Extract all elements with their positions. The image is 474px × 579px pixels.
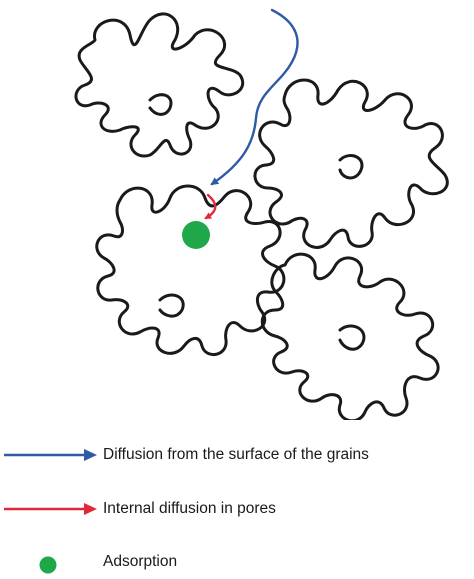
legend-label-internal-diffusion: Internal diffusion in pores xyxy=(103,500,276,517)
legend-item-surface-diffusion: Diffusion from the surface of the grains xyxy=(0,440,474,470)
adsorption-dot xyxy=(182,221,210,249)
grain-top-left xyxy=(74,12,244,158)
internal-diffusion-arrow xyxy=(204,193,217,220)
blue-arrow-icon xyxy=(4,449,97,461)
legend: Diffusion from the surface of the grains… xyxy=(0,428,474,578)
grain-bottom-right xyxy=(260,252,440,420)
grain-top-right xyxy=(253,78,449,249)
legend-label-surface-diffusion: Diffusion from the surface of the grains xyxy=(103,446,369,463)
legend-item-internal-diffusion: Internal diffusion in pores xyxy=(0,494,474,524)
green-dot-icon xyxy=(39,556,57,574)
grain-top-right-pore xyxy=(338,154,364,180)
porous-grains-diagram xyxy=(74,8,449,420)
surface-diffusion-arrow xyxy=(210,8,299,186)
legend-label-adsorption: Adsorption xyxy=(103,553,178,570)
grain-middle-left xyxy=(95,184,286,356)
grain-bottom-right-pore xyxy=(338,324,366,351)
legend-item-adsorption: Adsorption xyxy=(0,547,474,577)
grain-middle-left-pore xyxy=(158,293,185,318)
red-arrow-icon xyxy=(4,503,97,515)
grain-top-left-pore xyxy=(148,93,173,116)
